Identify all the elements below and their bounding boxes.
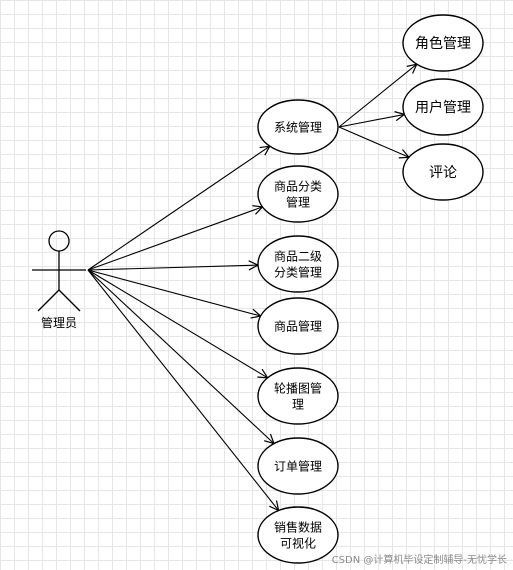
- sub-use-case-label: 角色管理: [415, 35, 471, 52]
- use-case-label: 订单管理: [274, 458, 322, 473]
- association-lines: [87, 64, 417, 511]
- use-case-label: 系统管理: [274, 119, 322, 134]
- use-case-label: 管理: [286, 194, 310, 209]
- sub-use-case-ellipse: [402, 78, 484, 136]
- sub-use-case-ellipse: [402, 143, 484, 201]
- association-order: [87, 269, 274, 444]
- association-system: [87, 146, 270, 271]
- use-case-ellipse: [257, 437, 339, 495]
- use-case-order: 订单管理: [257, 437, 339, 495]
- use-case-label: 轮播图管: [274, 380, 322, 395]
- use-case-label: 销售数据: [274, 519, 322, 534]
- use-case-ellipse: [257, 99, 339, 155]
- use-case-ellipse: [257, 297, 339, 355]
- use-case-product: 商品管理: [257, 297, 339, 355]
- association-system-comment: [338, 126, 409, 157]
- association-carousel: [87, 269, 268, 378]
- sub-use-case-comment: 评论: [402, 143, 484, 201]
- use-case-ellipse: [257, 165, 339, 223]
- sub-use-case-role: 角色管理: [402, 14, 484, 72]
- use-case-ellipse: [257, 367, 339, 425]
- association-system-role: [338, 64, 417, 128]
- association-sales: [87, 269, 279, 511]
- sub-use-case-label: 用户管理: [415, 99, 471, 116]
- sub-use-case-ellipse: [402, 14, 484, 72]
- watermark: CSDN @计算机毕设定制辅导-无忧学长: [331, 555, 507, 566]
- actor-label: 管理员: [41, 315, 77, 330]
- use-case-label: 商品分类: [274, 178, 322, 193]
- actor-administrator: 管理员: [32, 230, 86, 330]
- sub-use-case-user: 用户管理: [402, 78, 484, 136]
- use-case-ellipse: [257, 235, 339, 293]
- association-product: [87, 269, 261, 316]
- use-case-system: 系统管理: [257, 99, 339, 155]
- actor-right-leg: [58, 289, 81, 312]
- association-subcategory: [87, 265, 258, 271]
- use-case-label: 可视化: [280, 535, 316, 550]
- association-system-user: [338, 114, 404, 128]
- actor-left-leg: [37, 289, 60, 312]
- sub-use-case-label: 评论: [429, 165, 457, 181]
- association-category: [87, 207, 263, 271]
- use-case-ellipse: [257, 506, 339, 564]
- use-case-label: 商品管理: [274, 318, 322, 333]
- use-case-label: 理: [292, 397, 304, 411]
- use-case-label: 商品二级: [274, 248, 322, 263]
- actor-head: [48, 230, 70, 252]
- use-case-label: 分类管理: [274, 264, 322, 279]
